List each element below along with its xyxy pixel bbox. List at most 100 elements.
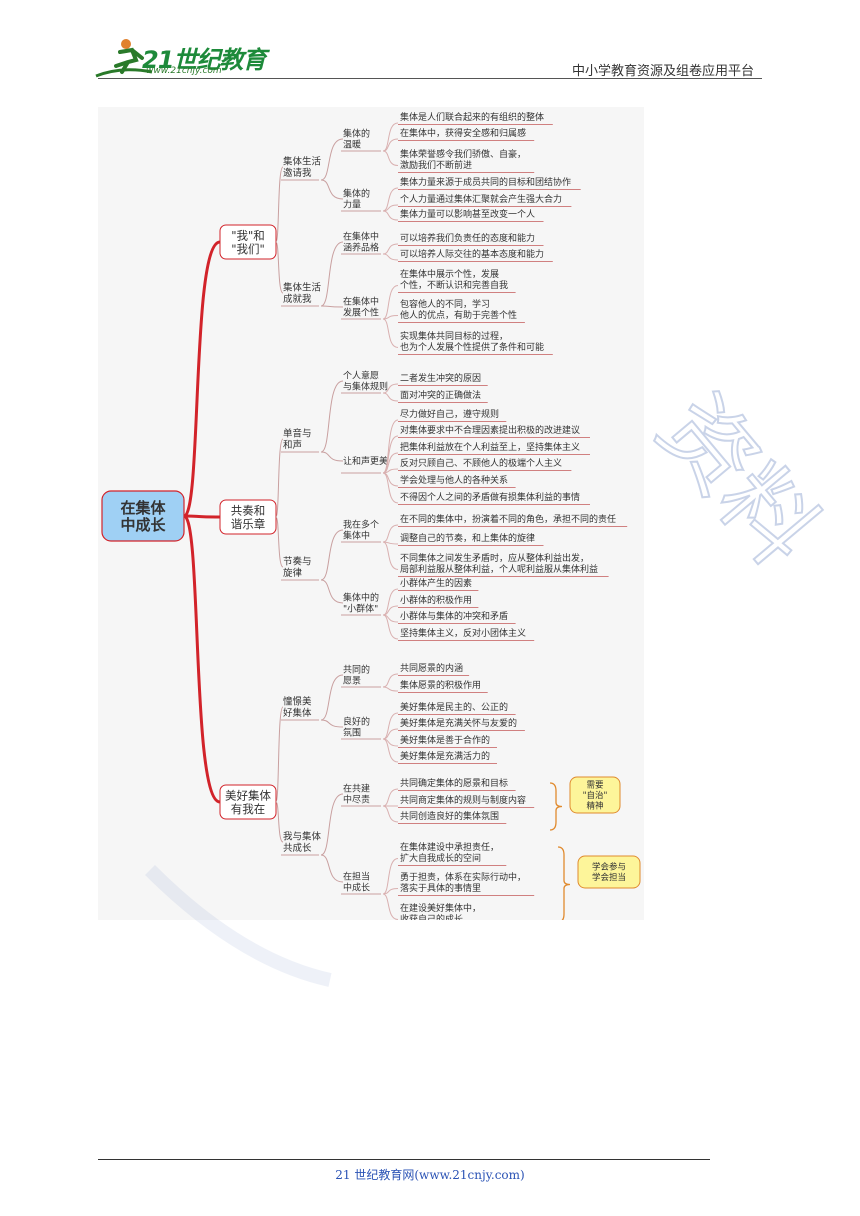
leaf-label: 集体力量可以影响甚至改变一个人 — [400, 208, 535, 220]
leaf-connector — [382, 614, 399, 640]
leaf-label: 调整自己的节奏，和上集体的旋律 — [400, 532, 535, 544]
leaf-label: 坚持集体主义，反对小团体主义 — [400, 627, 526, 639]
branch-node-label: 美好集体有我在 — [225, 788, 271, 816]
topic-label: 集体生活成就我 — [283, 282, 322, 306]
branch-connector — [182, 240, 221, 518]
leaf-connector — [382, 524, 399, 543]
subtopic-label: 良好的氛围 — [343, 716, 370, 739]
leaf-connector — [382, 150, 399, 166]
leaf-label: 在集体中，获得安全感和归属感 — [400, 127, 526, 139]
leaf-connector — [382, 805, 399, 823]
page-header: 21世纪教育 www.21cnjy.com 中小学教育资源及组卷应用平台 — [0, 0, 860, 90]
subtopic-label: 我在多个集体中 — [343, 519, 379, 542]
topic-label: 集体生活邀请我 — [283, 156, 322, 180]
subtopic-label: 个人意愿与集体规则 — [343, 370, 388, 393]
topic-label: 单音与和声 — [283, 428, 312, 452]
subtopic-label: 在集体中发展个性 — [343, 296, 379, 319]
subtopic-connector — [320, 793, 344, 856]
leaf-label: 面对冲突的正确做法 — [400, 389, 481, 401]
subtopic-label: 集体中的"小群体" — [343, 592, 379, 615]
sub-connector — [275, 166, 284, 243]
callout-brace — [549, 782, 563, 831]
subtopic-connector — [320, 305, 344, 308]
subtopic-connector — [320, 674, 344, 721]
leaf-label: 小群体与集体的冲突和矛盾 — [400, 610, 508, 622]
logo-text: 21世纪教育 — [142, 46, 266, 74]
leaf-label: 勇于担责，体系在实际行动中，落实于具体的事情里 — [400, 871, 526, 894]
leaf-connector — [382, 712, 399, 740]
mind-map-canvas: 在集体中成长"我"和"我们"集体生活邀请我集体的温暖集体是人们联合起来的有组织的… — [101, 111, 641, 920]
subtopic-label: 在担当中成长 — [343, 871, 370, 894]
header-divider — [98, 78, 762, 79]
leaf-label: 共同创造良好的集体氛围 — [400, 810, 499, 822]
callout-label: 学会参与学会担当 — [592, 862, 626, 884]
subtopic-connector — [320, 451, 344, 462]
leaf-label: 反对只顾自己、不顾他人的极端个人主义 — [400, 457, 562, 469]
leaf-connector — [382, 888, 399, 895]
leaf-label: 美好集体是充满活力的 — [400, 750, 490, 762]
sub-connector — [275, 516, 284, 568]
leaf-connector — [382, 253, 399, 261]
subtopic-connector — [320, 854, 344, 883]
subtopic-label: 在共建中尽责 — [343, 783, 370, 806]
leaf-label: 对集体要求中不合理因素提出积极的改进建议 — [400, 424, 580, 436]
leaf-label: 共同确定集体的愿景和目标 — [400, 777, 508, 789]
subtopic-connector — [320, 138, 344, 181]
leaf-connector — [382, 285, 399, 320]
leaf-connector — [382, 435, 399, 474]
leaf-label: 小群体产生的因素 — [400, 577, 472, 589]
leaf-connector — [382, 858, 399, 895]
leaf-label: 小群体的积极作用 — [400, 594, 472, 606]
watermark-text: 资料 — [638, 375, 838, 585]
leaf-label: 在集体建设中承担责任，扩大自我成长的空间 — [400, 841, 499, 864]
leaf-label: 美好集体是善于合作的 — [400, 734, 490, 746]
leaf-connector — [382, 686, 399, 692]
subtopic-connector — [320, 241, 344, 307]
callout-label: 需要"自治"精神 — [583, 780, 608, 811]
leaf-label: 集体力量来源于成员共同的目标和团结协作 — [400, 176, 571, 188]
subtopic-connector — [320, 179, 344, 200]
root-node-label: 在集体中成长 — [120, 499, 166, 534]
subtopic-connector — [320, 579, 344, 604]
subtopic-label: 共同的愿景 — [343, 664, 370, 687]
leaf-connector — [382, 392, 399, 402]
sub-connector — [275, 801, 284, 843]
branch-node-label: 共奏和谐乐章 — [231, 503, 266, 531]
leaf-connector — [382, 673, 399, 688]
logo-runner-icon — [95, 39, 153, 78]
leaf-label: 在不同的集体中，扮演着不同的角色，承担不同的责任 — [400, 513, 616, 525]
footer-text: 21 世纪教育网(www.21cnjy.com) — [335, 1168, 525, 1182]
leaf-label: 不得因个人之间的矛盾做有损集体利益的事情 — [400, 491, 580, 503]
logo-url: www.21cnjy.com — [146, 66, 222, 76]
leaf-label: 实现集体共同目标的过程，也为个人发展个性提供了条件和可能 — [400, 330, 544, 353]
leaf-connector — [382, 588, 399, 616]
leaf-label: 二者发生冲突的原因 — [400, 372, 481, 384]
leaf-connector — [382, 315, 399, 320]
leaf-label: 在集体中展示个性，发展个性，不断认识和完善自我 — [400, 268, 508, 291]
leaf-label: 美好集体是充满关怀与友爱的 — [400, 717, 517, 729]
root-node-box — [101, 490, 185, 542]
sub-connector — [275, 241, 284, 294]
mind-map: 在集体中成长"我"和"我们"集体生活邀请我集体的温暖集体是人们联合起来的有组织的… — [98, 107, 644, 920]
leaf-connector — [382, 893, 399, 920]
leaf-connector — [382, 243, 399, 255]
leaf-connector — [382, 472, 399, 504]
subtopic-label: 在集体中涵养品格 — [343, 231, 379, 254]
leaf-label: 在建设美好集体中，收获自己的成长 — [400, 902, 481, 920]
leaf-label: 尽力做好自己，遵守规则 — [400, 408, 499, 420]
subtopic-connector — [320, 719, 344, 728]
leaf-label: 包容他人的不同，学习他人的优点，有助于完善个性 — [400, 298, 517, 321]
branch-connector — [183, 514, 221, 519]
subtopic-label: 让和声更美 — [343, 455, 388, 467]
leaf-label: 个人力量通过集体汇聚就会产生强大合力 — [400, 193, 562, 205]
leaf-connector — [382, 788, 399, 807]
subtopic-connector — [320, 529, 344, 581]
topic-label: 我与集体共成长 — [283, 831, 322, 855]
subtopic-label: 集体的温暖 — [343, 128, 370, 151]
leaf-connector — [382, 541, 399, 570]
branch-node-label: "我"和"我们" — [231, 228, 265, 256]
leaf-label: 可以培养我们负责任的态度和能力 — [400, 232, 535, 244]
topic-label: 节奏与旋律 — [283, 556, 312, 580]
leaf-label: 共同商定集体的规则与制度内容 — [400, 794, 526, 806]
callout-box — [569, 776, 621, 814]
